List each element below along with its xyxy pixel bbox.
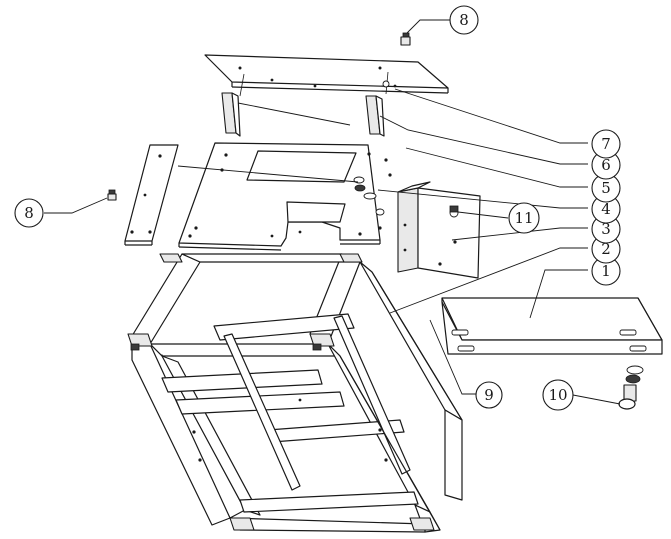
callout-label-5: 5 — [601, 179, 611, 197]
callout-8-top: 8 — [449, 5, 479, 35]
angle-rail — [441, 297, 663, 355]
callout-label-8-top: 8 — [459, 11, 469, 29]
callout-10: 10 — [542, 379, 574, 411]
bolt-top — [400, 32, 411, 46]
bolt-left — [107, 189, 117, 201]
angle-bracket — [397, 181, 481, 279]
callout-label-1: 1 — [601, 262, 611, 280]
callout-9: 9 — [475, 381, 503, 409]
left-mounting-bar — [124, 144, 179, 246]
callout-label-7: 7 — [601, 135, 611, 153]
top-cover-plate — [204, 54, 449, 97]
foot-bolt — [618, 365, 644, 410]
frame-structure — [127, 253, 463, 533]
leader-lines — [44, 19, 621, 405]
callout-label-10: 10 — [548, 386, 567, 404]
callout-label-9: 9 — [484, 386, 494, 404]
callout-2: 2 — [591, 234, 621, 264]
base-plate — [178, 142, 392, 251]
callout-label-3: 3 — [601, 220, 611, 238]
callout-11: 11 — [508, 202, 540, 234]
callout-7: 7 — [591, 129, 621, 159]
callout-label-6: 6 — [601, 156, 611, 174]
callout-label-2: 2 — [601, 240, 611, 258]
callout-label-11: 11 — [514, 209, 533, 227]
callout-label-8-left: 8 — [24, 204, 34, 222]
callout-4: 4 — [591, 194, 621, 224]
spacer-blocks — [221, 92, 385, 137]
callout-label-4: 4 — [601, 200, 611, 218]
callout-8-left: 8 — [14, 198, 44, 228]
